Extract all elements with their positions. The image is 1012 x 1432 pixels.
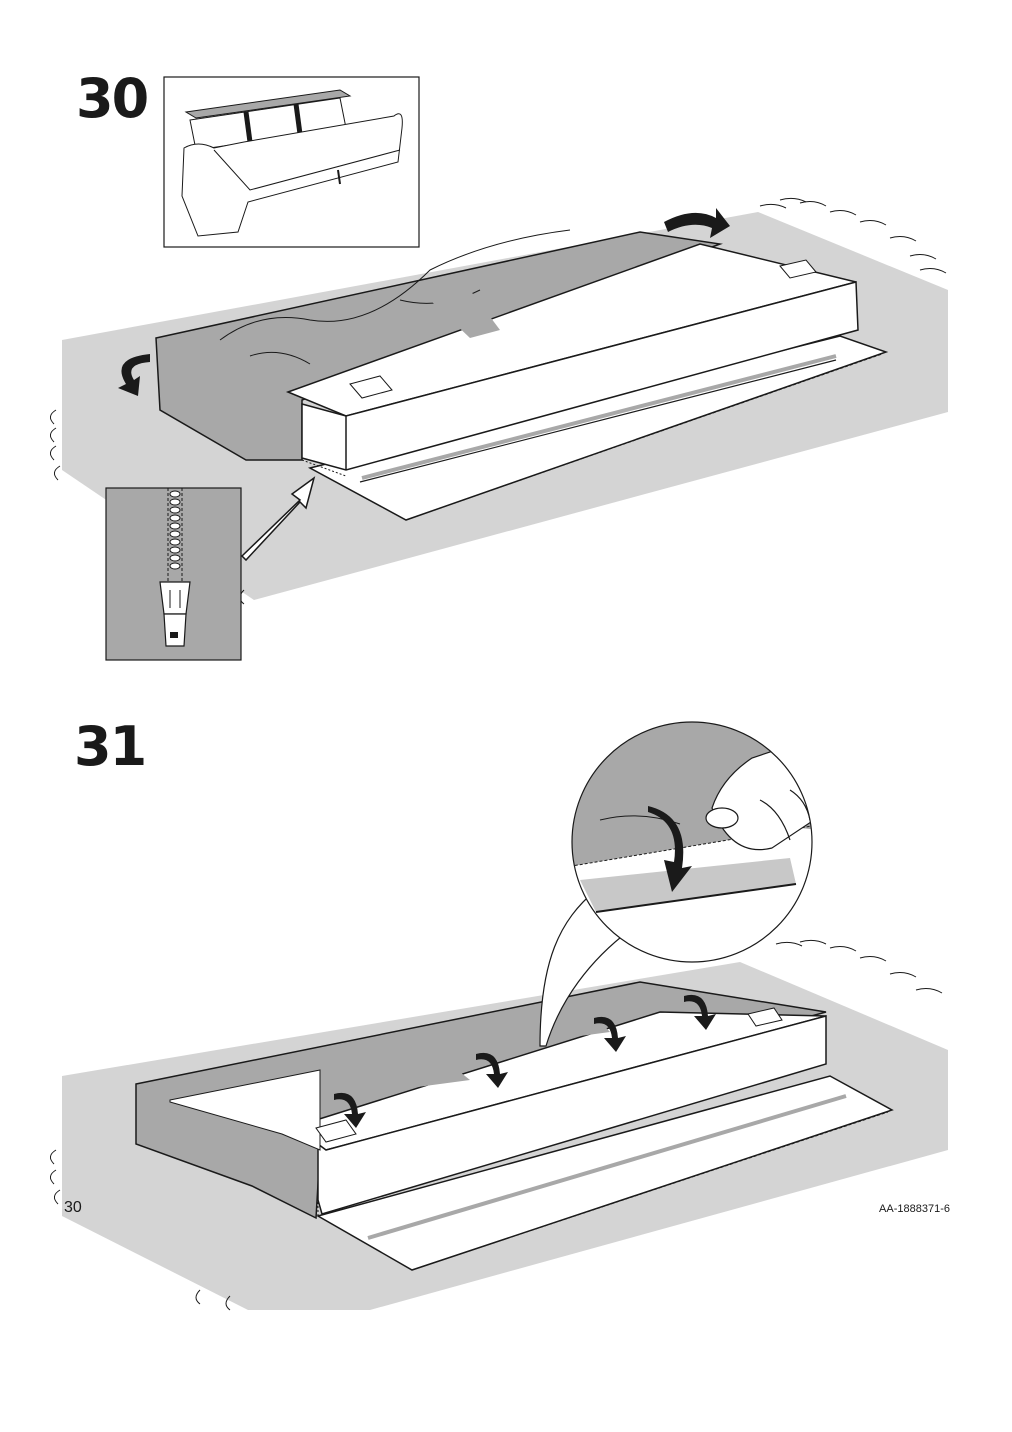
step-30-illustration	[50, 76, 948, 661]
step-number-31: 31	[74, 715, 147, 778]
bracket	[349, 259, 817, 399]
page-number: 30	[64, 1199, 82, 1216]
rug-fringe	[50, 197, 947, 605]
step-31-illustration	[50, 721, 948, 1311]
document-code: AA-1888371-6	[879, 1203, 950, 1215]
arrow-icon	[664, 208, 730, 238]
arrow-icon	[240, 476, 316, 562]
rug-fringe	[50, 939, 943, 1311]
zipper-detail-icon	[105, 487, 242, 661]
arrow-icon	[334, 994, 716, 1128]
bracket	[315, 1007, 783, 1143]
arrow-icon	[118, 354, 150, 396]
sofa-thumbnail-icon	[163, 76, 420, 248]
step-number-30: 30	[76, 67, 149, 130]
